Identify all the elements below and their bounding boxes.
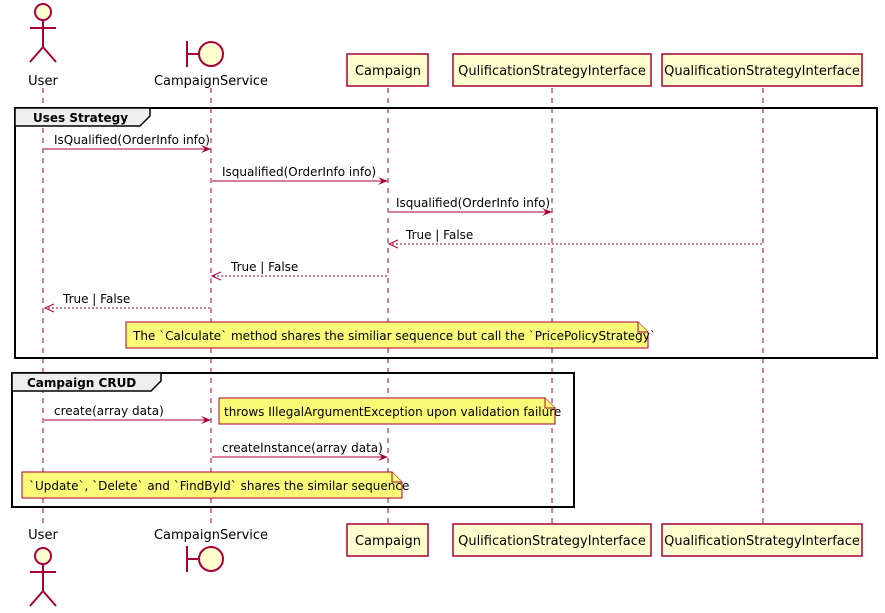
frame-campaign-crud: Campaign CRUD create(array data) throws … <box>11 372 575 508</box>
participant-campaign-service-top: CampaignService <box>154 41 268 89</box>
participant-box <box>346 523 429 557</box>
frame-border <box>11 372 575 508</box>
message-label: IsQualified(OrderInfo info) <box>54 133 210 147</box>
note-validation-failure: throws IllegalArgumentException upon val… <box>218 397 561 425</box>
participant-label: QulificationStrategyInterface <box>458 64 646 79</box>
participant-box <box>661 523 863 557</box>
participant-box <box>452 523 652 557</box>
message-is-qualified-campaign-to-strategy: Isqualified(OrderInfo info) <box>389 196 552 216</box>
participant-qualification-strategy-bottom: QualificationStrategyInterface <box>661 523 863 557</box>
message-label: Isqualified(OrderInfo info) <box>396 196 550 210</box>
message-create-instance-service-to-campaign: createInstance(array data) <box>212 441 388 461</box>
participant-label: User <box>28 528 58 543</box>
frame-title: Campaign CRUD <box>27 376 136 390</box>
frame-tab <box>11 372 162 392</box>
participant-label: QulificationStrategyInterface <box>458 534 646 549</box>
note-text: `Update`, `Delete` and `FindById` shares… <box>29 479 409 493</box>
participant-label: QualificationStrategyInterface <box>664 64 860 79</box>
message-is-qualified-service-to-campaign: Isqualified(OrderInfo info) <box>212 165 388 185</box>
participant-label: Campaign <box>355 64 421 79</box>
frame-border <box>14 107 878 359</box>
actor-icon <box>29 3 57 63</box>
participant-box <box>452 53 652 87</box>
frame-tab <box>14 107 151 127</box>
participant-box <box>346 53 429 87</box>
message-create-user-to-service: create(array data) <box>44 404 211 424</box>
participant-label: QualificationStrategyInterface <box>664 534 860 549</box>
message-label: createInstance(array data) <box>222 441 383 455</box>
message-label: True | False <box>230 260 298 274</box>
participant-user-bottom: User <box>28 528 58 607</box>
message-label: True | False <box>62 292 130 306</box>
participant-label: CampaignService <box>154 528 268 543</box>
return-service-to-user: True | False <box>43 292 210 313</box>
boundary-icon <box>186 546 224 572</box>
participant-label: CampaignService <box>154 74 268 89</box>
participant-campaign-top: Campaign <box>346 53 429 87</box>
participant-campaign-service-bottom: CampaignService <box>154 528 268 572</box>
participant-label: User <box>28 74 58 89</box>
message-label: True | False <box>405 228 473 242</box>
participant-qulification-strategy-bottom: QulificationStrategyInterface <box>452 523 652 557</box>
message-is-qualified-user-to-service: IsQualified(OrderInfo info) <box>44 133 211 153</box>
frame-title: Uses Strategy <box>33 111 128 125</box>
participant-qulification-strategy-top: QulificationStrategyInterface <box>452 53 652 87</box>
actor-icon <box>29 547 57 607</box>
participant-campaign-bottom: Campaign <box>346 523 429 557</box>
participant-user-top: User <box>28 3 58 89</box>
participant-box <box>661 53 863 87</box>
message-label: create(array data) <box>54 404 164 418</box>
participant-qualification-strategy-top: QualificationStrategyInterface <box>661 53 863 87</box>
message-label: Isqualified(OrderInfo info) <box>222 165 376 179</box>
note-text: throws IllegalArgumentException upon val… <box>224 405 561 419</box>
boundary-icon <box>186 41 224 67</box>
return-campaign-to-service: True | False <box>210 260 387 281</box>
note-calculate-method: The `Calculate` method shares the simili… <box>125 321 656 349</box>
participant-label: Campaign <box>355 534 421 549</box>
return-strategy-to-campaign: True | False <box>387 228 762 249</box>
frame-uses-strategy: Uses Strategy IsQualified(OrderInfo info… <box>14 107 878 359</box>
note-similar-sequence: `Update`, `Delete` and `FindById` shares… <box>21 471 409 499</box>
note-text: The `Calculate` method shares the simili… <box>132 329 656 343</box>
